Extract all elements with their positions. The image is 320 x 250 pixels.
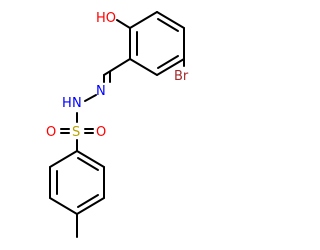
imine-nitrogen-label: N: [96, 84, 106, 99]
hydroxyl-bond: [116, 19, 131, 29]
ring-bond: [49, 197, 78, 215]
ring-bond: [156, 11, 185, 29]
ring-bond: [156, 58, 185, 76]
ring-bond: [129, 11, 158, 29]
methylidene-bond: [103, 58, 131, 76]
amine-h-label: H: [62, 96, 72, 111]
ring-bond: [129, 58, 158, 76]
bromophenol-ring: [129, 11, 185, 76]
amine-nitrogen-label: N: [72, 96, 82, 111]
ring-bond: [49, 150, 78, 168]
ring-double-bond: [157, 18, 179, 32]
ring-double-bond: [77, 157, 99, 171]
bromine-label: Br: [174, 69, 189, 84]
ring-double-bond: [77, 194, 99, 208]
sulfur-label: S: [72, 125, 80, 140]
hydroxyl-label: HO: [96, 11, 116, 26]
ring-bond: [76, 197, 105, 215]
hydrazine-bond: [84, 94, 97, 102]
tolyl-ring: [49, 150, 105, 215]
ring-double-bond: [157, 55, 179, 69]
ring-bond: [76, 150, 105, 168]
molecule-drawing: HO Br N H N S O O: [46, 11, 189, 238]
oxygen-left-label: O: [46, 125, 56, 140]
structure-diagram: HO Br N H N S O O: [46, 11, 189, 238]
oxygen-right-label: O: [96, 125, 106, 140]
